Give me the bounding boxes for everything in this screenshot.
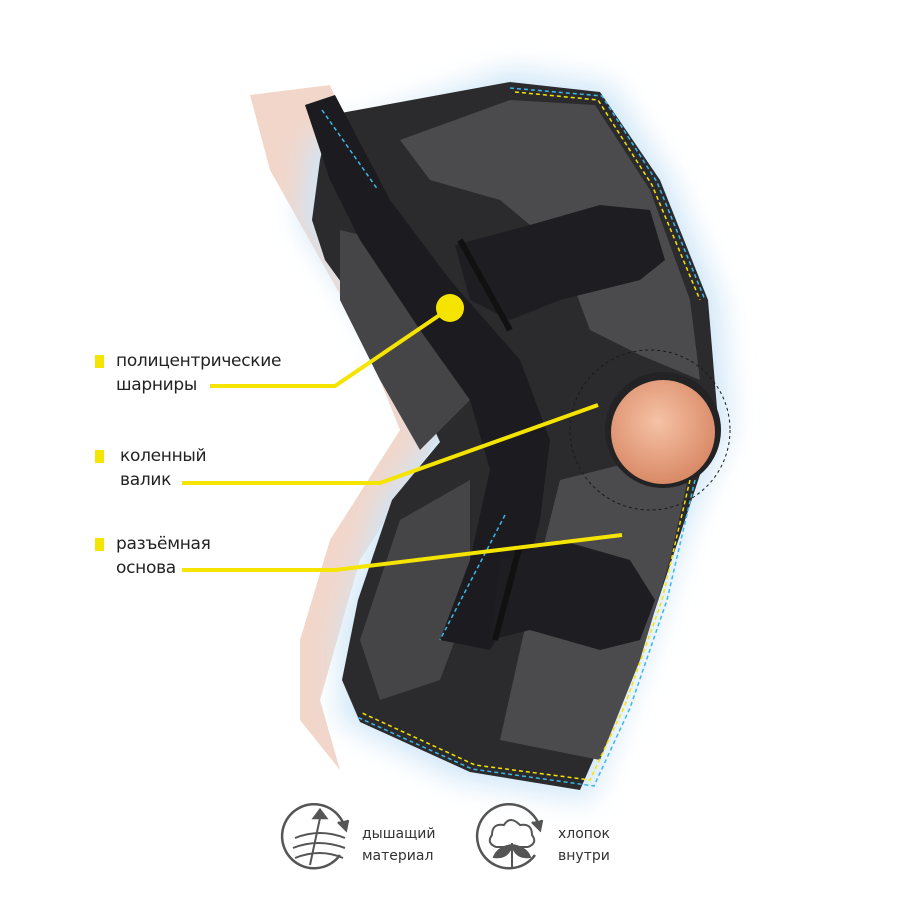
callout-hinges-label: полицентрические шарниры (116, 349, 281, 397)
upper-strap-buckle (457, 238, 513, 332)
callout-text: полицентрические (116, 351, 282, 371)
feature-text: внутри (558, 848, 610, 864)
side-panel-lower (360, 480, 470, 700)
lower-strap-buckle (492, 544, 523, 641)
feature-text: дышащий (362, 826, 436, 842)
hinge-stitch-lower (439, 514, 506, 641)
callout-base-label: разъёмная основа (116, 532, 211, 580)
knee-pad-outline (569, 349, 731, 511)
callout-dot-hinges (436, 294, 464, 322)
callout-text: коленный (120, 446, 207, 466)
hinge-stitch (321, 109, 379, 191)
cotton-icon (475, 802, 544, 870)
callout-bullet (95, 450, 104, 463)
edge-stitch-blue (356, 87, 706, 787)
breathable-fabric-icon (280, 802, 350, 870)
upper-strap (455, 205, 665, 320)
callout-line-base (182, 533, 623, 572)
callout-knee-pad-label: коленный валик (120, 444, 207, 492)
callout-text: валик (120, 470, 172, 490)
feature-text: материал (362, 848, 434, 864)
callout-text: основа (116, 558, 176, 578)
callout-line-hinges (210, 306, 452, 388)
callout-text: разъёмная (116, 534, 211, 554)
feature-cotton: хлопок внутри (558, 823, 610, 867)
lower-strap (490, 540, 655, 650)
callout-line-knee-pad (182, 403, 599, 485)
polycentric-hinge (305, 95, 550, 650)
callout-bullet (95, 355, 104, 368)
knee-patella (611, 380, 715, 484)
feature-breathable: дышащий материал (362, 823, 436, 867)
callout-text: шарниры (116, 375, 198, 395)
edge-stitch-yellow (359, 91, 701, 781)
callout-bullet (95, 538, 104, 551)
feature-text: хлопок (558, 826, 610, 842)
